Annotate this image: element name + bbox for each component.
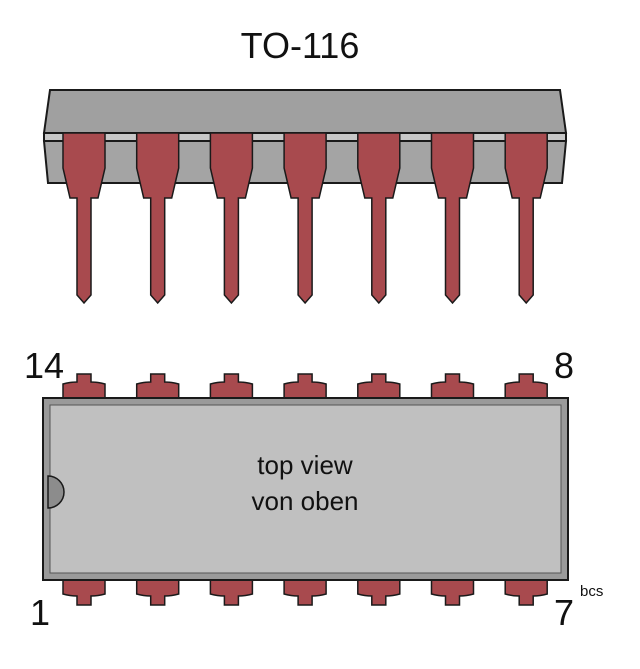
top-row-pin — [135, 373, 180, 399]
side-pin — [135, 132, 180, 305]
bottom-row-pin — [430, 579, 475, 606]
pin-label-1: 1 — [30, 592, 50, 633]
side-view-package — [42, 89, 568, 305]
top-view-package: top view von oben — [42, 373, 569, 606]
side-pin — [62, 132, 106, 305]
side-pin — [357, 132, 401, 305]
bottom-row-pin — [504, 579, 548, 606]
bottom-row-pin — [283, 579, 327, 606]
top-row-pin — [62, 373, 106, 399]
pin-label-14: 14 — [24, 345, 64, 386]
package-top-face — [42, 89, 568, 134]
side-pin — [283, 132, 327, 305]
title: TO-116 — [241, 25, 360, 66]
bottom-row-pin — [209, 579, 254, 606]
view-label-line2: von oben — [252, 486, 359, 516]
side-pin — [504, 132, 548, 305]
pin-label-8: 8 — [554, 345, 574, 386]
top-row-pin — [430, 373, 475, 399]
bottom-row-pin — [135, 579, 180, 606]
bottom-row-pin — [62, 579, 106, 606]
body-inner — [49, 404, 562, 574]
side-pin — [209, 132, 254, 305]
top-row-pin — [283, 373, 327, 399]
pin1-notch — [47, 475, 65, 509]
top-row-pin — [357, 373, 401, 399]
author-label: bcs — [580, 583, 603, 600]
view-label-line1: top view — [257, 450, 353, 480]
pin-label-7: 7 — [554, 592, 574, 633]
bottom-row-pin — [357, 579, 401, 606]
top-row-pin — [504, 373, 548, 399]
side-pin — [430, 132, 475, 305]
top-row-pin — [209, 373, 254, 399]
